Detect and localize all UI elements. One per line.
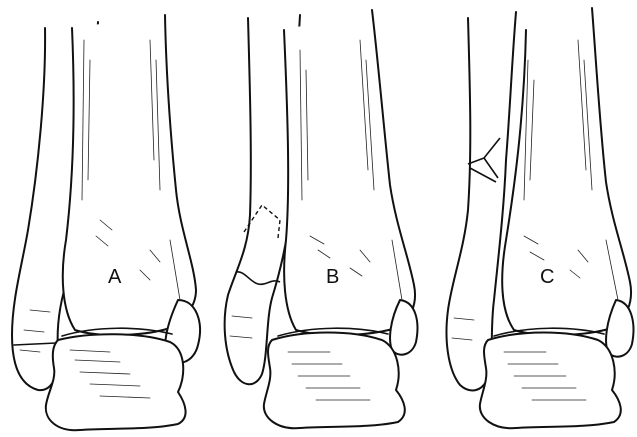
panel-label-b: B [326,266,339,288]
talus-c [480,333,621,429]
panel-c: C [447,8,634,428]
panel-label-c: C [540,266,554,288]
talus-b [264,333,405,429]
tibia-b [284,10,415,335]
tibia-c [502,8,631,335]
tibia-a [63,15,196,335]
panel-a: A [12,15,200,430]
panel-label-a: A [108,266,122,288]
panel-b: B [225,10,418,428]
talus-a [46,334,186,430]
